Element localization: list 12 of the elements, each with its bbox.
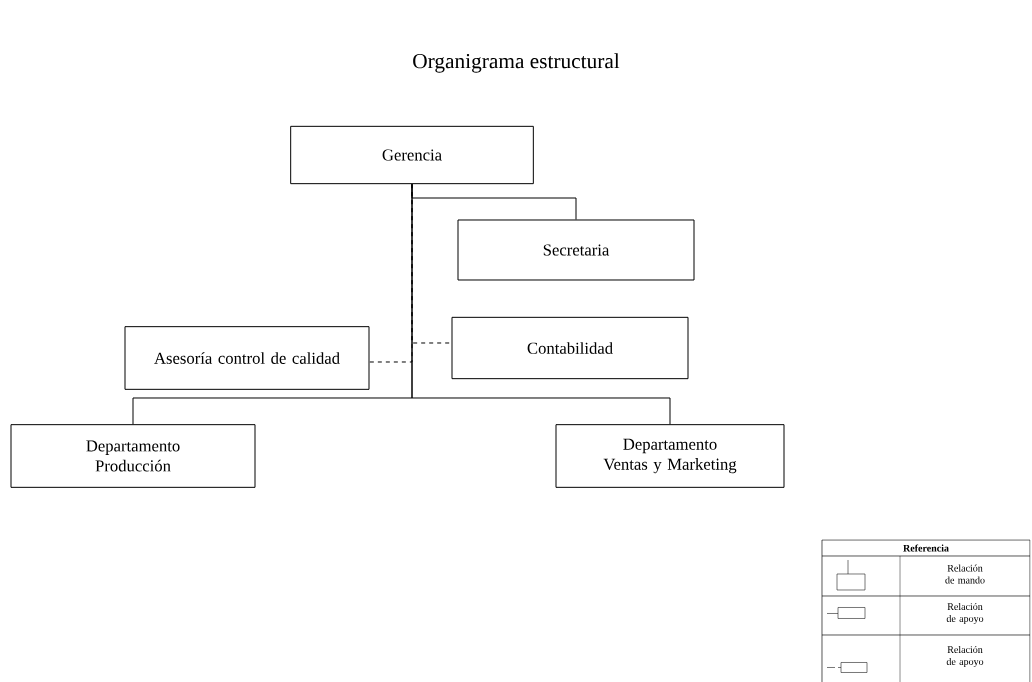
org-box: Contabilidad <box>451 316 689 380</box>
org-box: Secretaria <box>457 219 695 281</box>
org-box: Gerencia <box>290 125 534 185</box>
legend-text: Relación de mando <box>945 564 985 584</box>
org-box: Departamento Producción <box>10 424 256 488</box>
org-box: Asesoría control de calidad <box>124 326 370 390</box>
title: Organigrama estructural <box>413 53 620 73</box>
org-box: Departamento Ventas y Marketing <box>555 424 785 488</box>
legend-text: Relación de apoyo <box>946 645 984 668</box>
legend-heading: Referencia <box>903 544 949 552</box>
connector <box>411 183 671 425</box>
legend-text: Relación de apoyo <box>946 602 984 625</box>
